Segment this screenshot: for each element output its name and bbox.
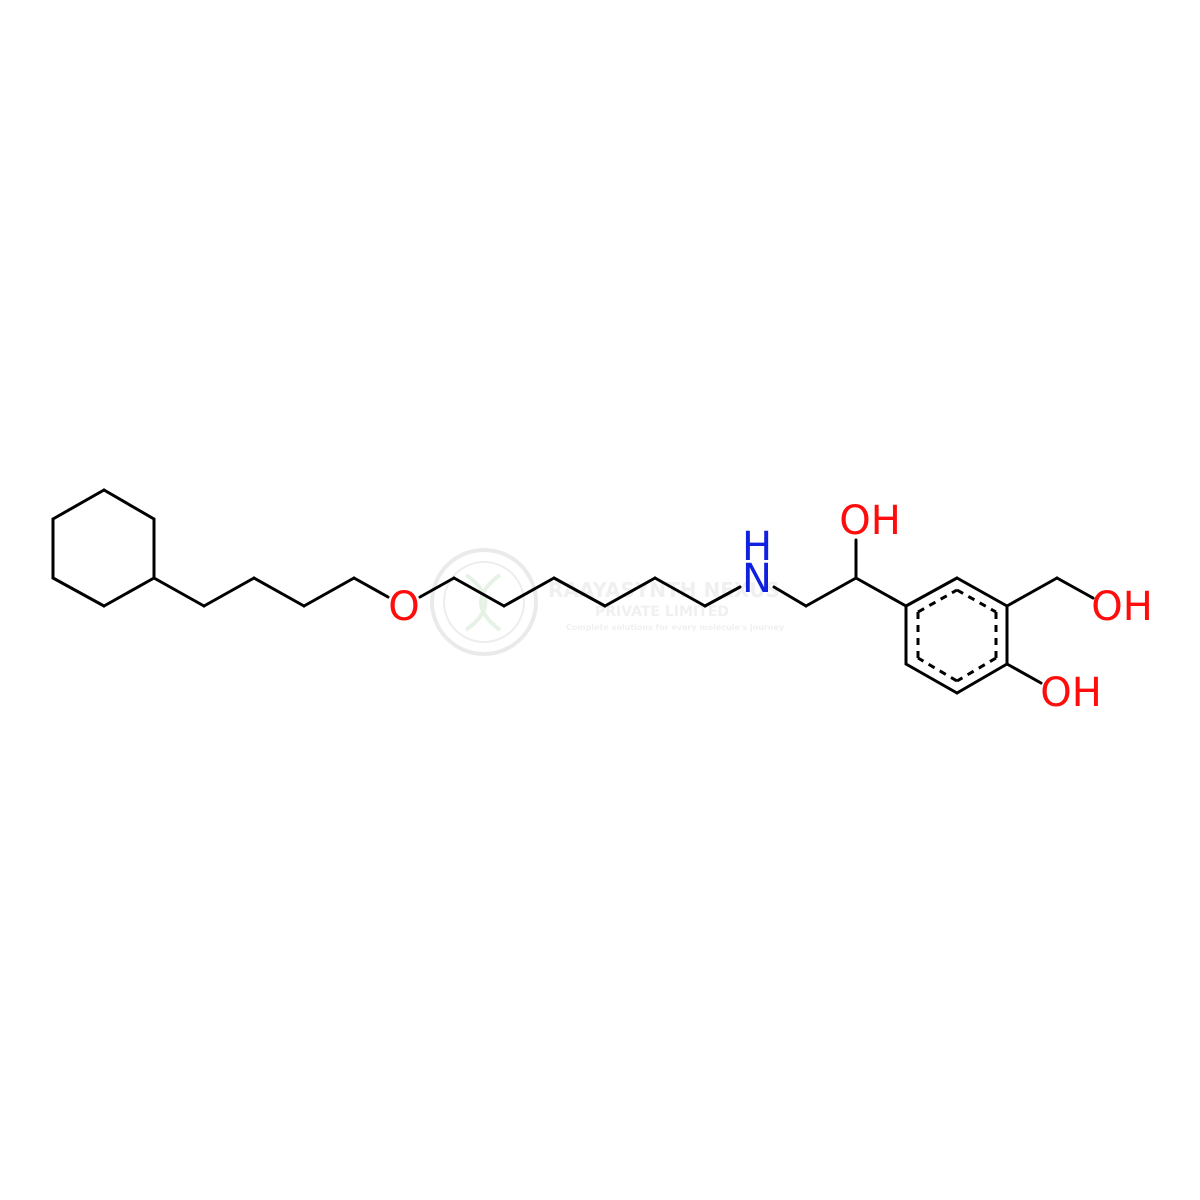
watermark-company-type: PRIVATE LIMITED	[595, 604, 729, 620]
butyl-chain	[152, 576, 390, 608]
benzene-ring	[904, 576, 1009, 695]
watermark-logo-icon	[430, 548, 538, 656]
phenol-hydroxyl-label: OH	[1040, 670, 1102, 716]
watermark-logo-inner-icon	[443, 561, 525, 643]
benzylic-hydroxyl-label: OH	[839, 498, 901, 544]
ether-oxygen-label: O	[388, 584, 419, 630]
watermark-logo-helix-icon	[464, 573, 502, 632]
watermark-tagline: Complete solutions for every molecule's …	[566, 623, 785, 632]
cyclohexane-ring	[51, 488, 156, 608]
hydroxymethyl-group	[1005, 576, 1095, 608]
phenol-bond	[1005, 662, 1043, 685]
hexyl-chain	[418, 576, 742, 608]
watermark: RAAYASYNTH NEXUS PRIVATE LIMITED Complet…	[430, 548, 785, 656]
amine-h-label: H	[742, 524, 772, 570]
hydroxymethyl-hydroxyl-label: OH	[1091, 584, 1153, 630]
amine-n-label: N	[742, 556, 772, 602]
ethanolamine-linker	[772, 538, 908, 608]
